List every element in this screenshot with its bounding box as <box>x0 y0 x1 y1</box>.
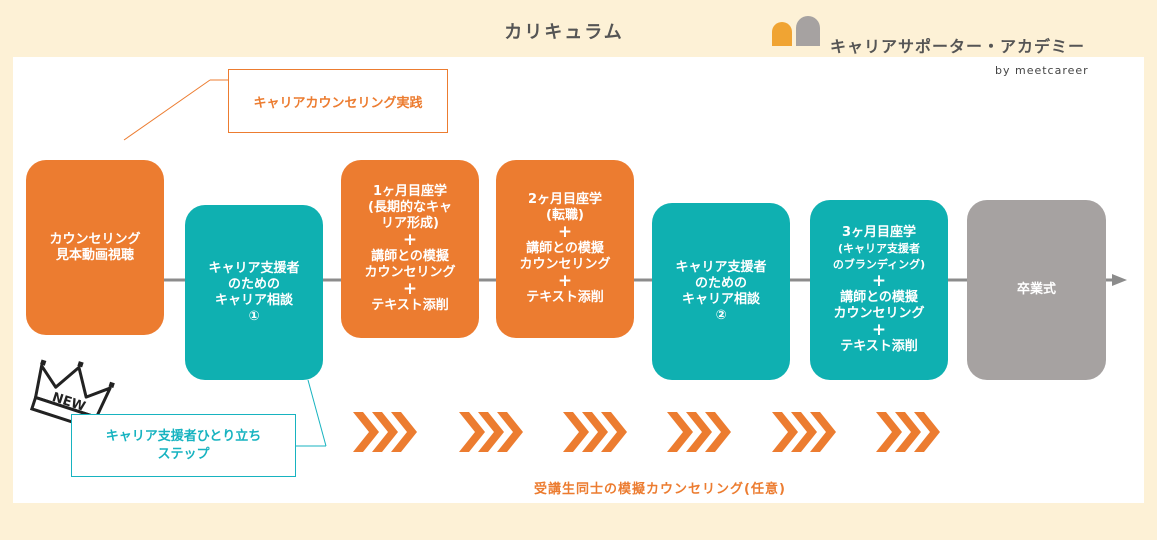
step-line: キャリア相談 <box>681 291 760 307</box>
practice-connector <box>123 79 211 141</box>
step-line: (キャリア支援者 <box>837 242 921 255</box>
plus-sign: + <box>402 279 418 299</box>
plus-sign: + <box>871 320 887 340</box>
step-line: 講師との模擬 <box>371 249 449 264</box>
step-line: キャリア相談 <box>214 292 293 308</box>
step-line: リア形成) <box>381 216 439 231</box>
step-line: 卒業式 <box>1016 282 1056 297</box>
step-line: ② <box>715 307 727 323</box>
step-line: のための <box>694 275 747 291</box>
step-career-consult-1: キャリア支援者 のための キャリア相談 ① <box>185 205 323 380</box>
independence-line-1: キャリア支援者ひとり立ち <box>105 428 262 444</box>
chevron-row-icon <box>353 412 940 452</box>
step-line: 見本動画視聴 <box>55 247 134 263</box>
plus-sign: + <box>557 271 573 291</box>
step-line: (転職) <box>546 208 584 223</box>
step-line: カウンセリング <box>49 231 141 247</box>
brand-byline: by meetcareer <box>995 64 1089 77</box>
timeline-arrowhead <box>1112 274 1127 286</box>
step-line: 1ヶ月目座学 <box>372 184 448 199</box>
step-sample-video: カウンセリング 見本動画視聴 <box>26 160 164 335</box>
step-line: 3ヶ月目座学 <box>841 225 917 240</box>
practice-callout: キャリアカウンセリング実践 <box>228 69 448 133</box>
step-line: テキスト添削 <box>840 339 918 354</box>
plus-sign: + <box>402 230 418 250</box>
step-line: 2ヶ月目座学 <box>527 192 603 207</box>
step-graduation: 卒業式 <box>967 200 1106 380</box>
step-month-2: 2ヶ月目座学 (転職) + 講師との模擬 カウンセリング + テキスト添削 <box>496 160 634 338</box>
step-line: のための <box>227 276 280 292</box>
practice-callout-label: キャリアカウンセリング実践 <box>253 95 423 111</box>
step-line: テキスト添削 <box>371 298 449 313</box>
independence-connector <box>307 379 327 447</box>
step-line: テキスト添削 <box>526 290 604 305</box>
step-month-3: 3ヶ月目座学 (キャリア支援者 のブランディング) + 講師との模擬 カウンセリ… <box>810 200 948 380</box>
step-line: カウンセリング <box>519 257 611 272</box>
step-line: カウンセリング <box>364 265 456 280</box>
brand-logo-icon <box>772 16 820 46</box>
step-line: 講師との模擬 <box>526 241 604 256</box>
step-line: 講師との模擬 <box>840 290 918 305</box>
page-title: カリキュラム <box>504 22 624 43</box>
peer-practice-caption: 受講生同士の模擬カウンセリング(任意) <box>534 482 786 497</box>
plus-sign: + <box>557 222 573 242</box>
step-line: のブランディング) <box>832 258 926 271</box>
step-month-1: 1ヶ月目座学 (長期的なキャ リア形成) + 講師との模擬 カウンセリング + … <box>341 160 479 338</box>
independence-callout: キャリア支援者ひとり立ち ステップ <box>71 414 296 477</box>
brand-name: キャリアサポーター・アカデミー <box>830 37 1086 56</box>
plus-sign: + <box>871 271 887 291</box>
step-career-consult-2: キャリア支援者 のための キャリア相談 ② <box>652 203 790 380</box>
step-line: キャリア支援者 <box>208 260 300 276</box>
step-line: ① <box>248 308 260 324</box>
step-line: (長期的なキャ <box>368 200 452 215</box>
step-line: キャリア支援者 <box>675 259 767 275</box>
independence-line-2: ステップ <box>157 446 210 462</box>
step-line: カウンセリング <box>833 306 925 321</box>
